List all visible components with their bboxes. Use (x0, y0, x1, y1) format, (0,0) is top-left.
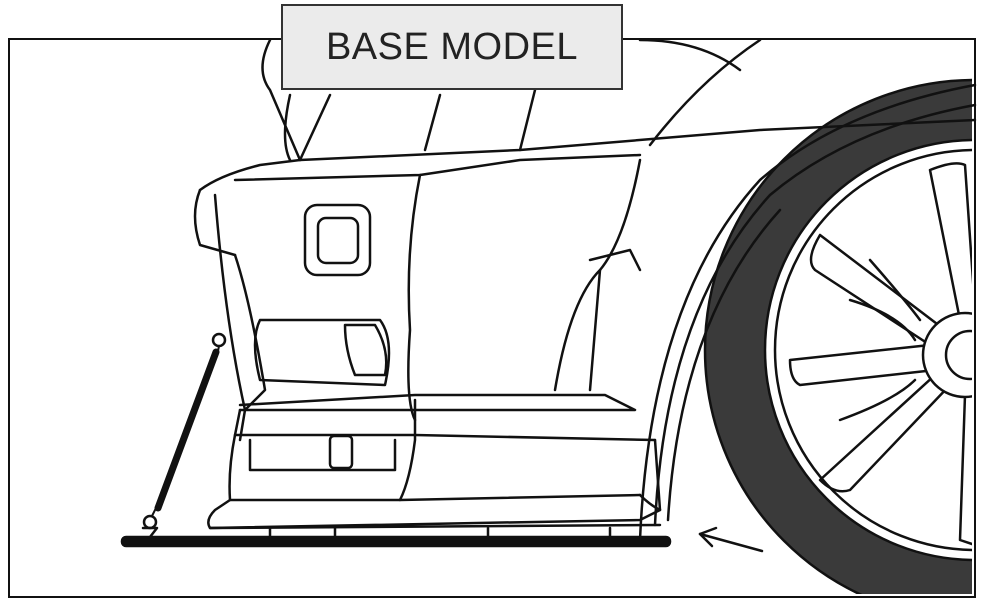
splitter-icon (120, 526, 672, 548)
wheel-icon (703, 78, 972, 594)
arrow-icon (698, 526, 764, 553)
support-rod-icon (141, 332, 227, 539)
title-label-box: BASE MODEL (281, 4, 623, 90)
fender-arch-outer (638, 83, 977, 542)
title-label: BASE MODEL (325, 25, 579, 68)
